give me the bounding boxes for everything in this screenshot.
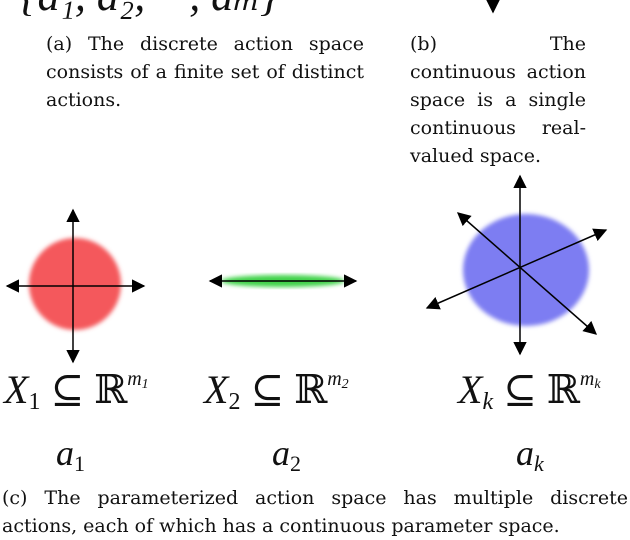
caption-a: (a) The discrete action space consists o… — [46, 33, 364, 111]
action-label-k: ak — [516, 433, 544, 476]
green-parameter-space — [208, 274, 358, 288]
set-label-k: Xk ⊆ ℝmk — [458, 367, 601, 415]
set-label-1: X1 ⊆ ℝm1 — [4, 367, 149, 415]
axis-diagonal-2 — [425, 228, 608, 310]
red-circle — [29, 238, 121, 330]
set-label-2: X2 ⊆ ℝm2 — [204, 367, 349, 415]
blue-parameter-space — [425, 174, 608, 356]
action-label-1: a1 — [56, 433, 85, 476]
caption-c: (c) The parameterized action space has m… — [2, 487, 628, 537]
caption-b: (b) The continuous action space is a sin… — [410, 33, 586, 167]
discrete-action-set: {a₁, a₂, ···, aₘ} — [20, 0, 278, 21]
action-label-2: a2 — [272, 433, 301, 476]
blue-ellipse — [463, 214, 589, 326]
red-parameter-space — [5, 208, 146, 364]
